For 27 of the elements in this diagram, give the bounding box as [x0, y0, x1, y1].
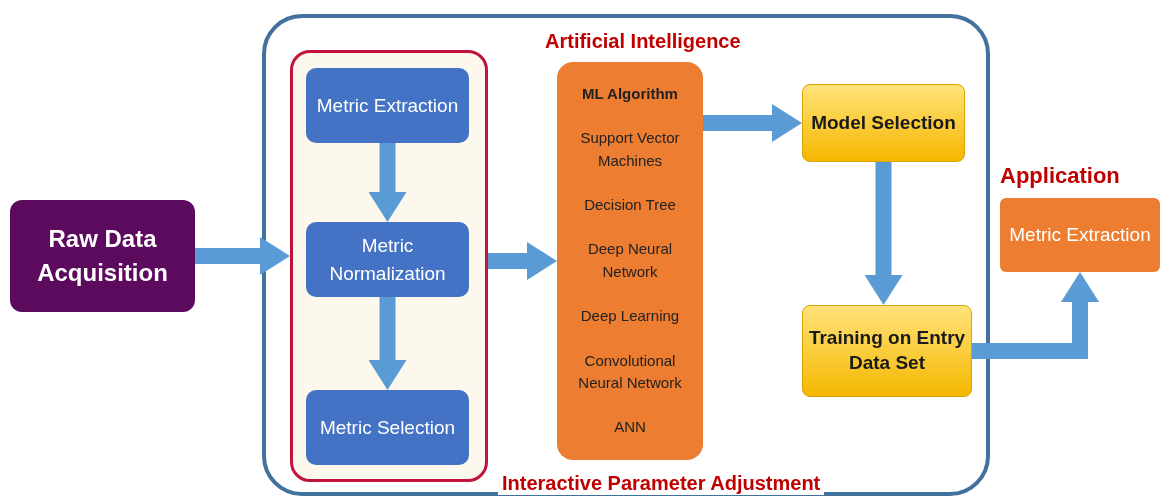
list-item: Decision Tree [584, 195, 676, 216]
block-arrow [368, 297, 407, 390]
group-frame [262, 14, 990, 496]
block-arrow [368, 143, 407, 222]
block-arrow [195, 237, 290, 275]
algorithm-list-box [557, 62, 703, 460]
group-frame [290, 50, 488, 482]
block-arrow [972, 272, 1099, 359]
list-item: ANN [614, 417, 646, 438]
list-item: Support Vector Machines [579, 128, 681, 171]
box-text: Metric Extraction [1009, 223, 1151, 248]
process-box: Training on Entry Data Set [802, 305, 972, 397]
list-item: Convolutional Neural Network [577, 350, 683, 394]
process-box: Raw Data Acquisition [10, 200, 195, 312]
box-heading: Application [999, 162, 1121, 190]
process-box: Model Selection [802, 84, 965, 162]
block-arrow [703, 104, 802, 142]
block-arrow [488, 242, 557, 280]
list-item: Deep Learning [580, 306, 680, 327]
block-arrow [864, 162, 903, 305]
process-box: Metric Extraction [306, 68, 469, 143]
list-heading: ML Algorithm [582, 83, 678, 104]
process-box: Metric Selection [306, 390, 469, 465]
group-footer: Interactive Parameter Adjustment [498, 472, 825, 495]
list-item: Deep Neural Network [586, 239, 674, 282]
process-box: Metric Normalization [306, 222, 469, 297]
group-title: Artificial Intelligence [544, 30, 742, 53]
